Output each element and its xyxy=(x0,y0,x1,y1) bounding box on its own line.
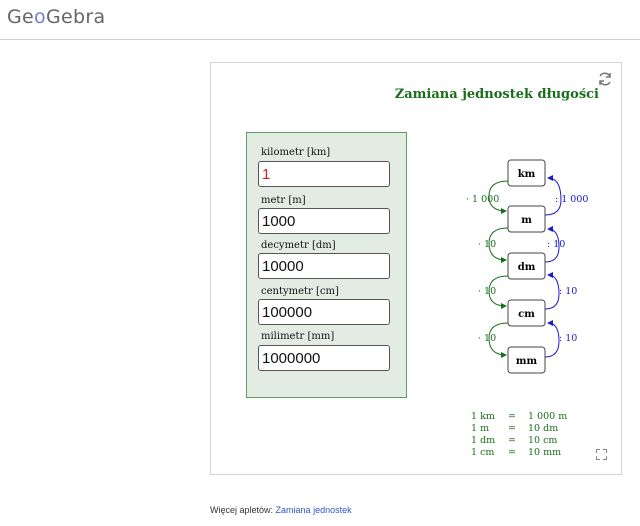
label-dm: decymetr [dm] xyxy=(261,240,336,251)
arrow-mm-cm-up xyxy=(544,320,560,358)
input-panel: kilometr [km] 1 metr [m] 1000 decymetr [… xyxy=(246,132,407,398)
geogebra-logo[interactable]: GeoGebra xyxy=(7,6,105,28)
box-m xyxy=(507,205,546,233)
fullscreen-icon[interactable] xyxy=(596,449,607,460)
label-mm: milimetr [mm] xyxy=(261,331,335,342)
arrow-m-km-up xyxy=(544,175,562,216)
div-1: : 1 000 xyxy=(555,194,588,205)
applet-title: Zamiana jednostek długości xyxy=(394,87,599,102)
eq-right: 1 000 m xyxy=(528,411,568,422)
unit-dm: dm xyxy=(518,262,536,273)
box-cm xyxy=(507,299,546,327)
logo-text-2: Gebra xyxy=(45,6,106,28)
eq-left: 1 m xyxy=(471,423,490,434)
unit-m: m xyxy=(521,215,532,226)
refresh-icon[interactable] xyxy=(597,71,613,87)
unit-cm: cm xyxy=(518,309,535,320)
unit-boxes: km m dm cm mm xyxy=(507,159,546,374)
top-bar: GeoGebra xyxy=(0,0,640,40)
box-dm xyxy=(507,252,546,280)
mult-4: · 10 xyxy=(478,333,496,344)
div-3: : 10 xyxy=(559,286,577,297)
applet-frame: Zamiana jednostek długości kilometr [km]… xyxy=(210,62,622,475)
input-dm[interactable]: 10000 xyxy=(258,253,390,279)
arrows-group xyxy=(488,175,562,358)
eq-right: 10 dm xyxy=(528,423,559,434)
logo-o-glyph: o xyxy=(34,6,46,28)
label-cm: centymetr [cm] xyxy=(261,286,339,297)
arrow-dm-m-up xyxy=(544,226,560,263)
mult-2: · 10 xyxy=(478,239,496,250)
input-m[interactable]: 1000 xyxy=(258,208,390,234)
eq-right: 10 mm xyxy=(528,447,562,458)
eq-sign: = xyxy=(508,423,516,434)
box-mm xyxy=(507,346,546,374)
eq-sign: = xyxy=(508,435,516,446)
arrow-cm-dm-up xyxy=(544,272,560,310)
eq-sign: = xyxy=(508,447,516,458)
footer: Więcej apletów: Zamiana jednostek xyxy=(210,505,352,515)
multiplier-labels: · 1 000 · 10 · 10 · 10 xyxy=(466,194,499,344)
label-m: metr [m] xyxy=(261,195,306,206)
arrow-dm-cm-down xyxy=(488,275,509,309)
eq-left: 1 km xyxy=(471,411,495,422)
eq-left: 1 cm xyxy=(471,447,495,458)
arrow-km-m-down xyxy=(488,180,509,214)
mult-1: · 1 000 xyxy=(466,194,499,205)
div-4: : 10 xyxy=(559,333,577,344)
unit-mm: mm xyxy=(516,356,538,367)
footer-prefix: Więcej apletów: xyxy=(210,505,274,515)
input-cm[interactable]: 100000 xyxy=(258,299,390,325)
eq-right: 10 cm xyxy=(528,435,558,446)
input-mm[interactable]: 1000000 xyxy=(258,345,390,371)
box-km xyxy=(507,159,546,187)
footer-link[interactable]: Zamiana jednostek xyxy=(275,505,352,515)
label-km: kilometr [km] xyxy=(261,147,331,158)
divisor-labels: : 1 000 : 10 : 10 : 10 xyxy=(547,194,588,344)
eq-sign: = xyxy=(508,411,516,422)
eq-left: 1 dm xyxy=(471,435,496,446)
conversion-diagram: km m dm cm mm · 1 000 · 10 · 10 · 10 : 1… xyxy=(466,159,588,374)
arrow-cm-mm-down xyxy=(488,322,509,358)
div-2: : 10 xyxy=(547,239,565,250)
unit-km: km xyxy=(518,169,536,180)
input-km[interactable]: 1 xyxy=(258,161,390,187)
arrow-m-dm-down xyxy=(488,227,509,263)
mult-3: · 10 xyxy=(478,286,496,297)
logo-text-1: Ge xyxy=(7,6,35,28)
